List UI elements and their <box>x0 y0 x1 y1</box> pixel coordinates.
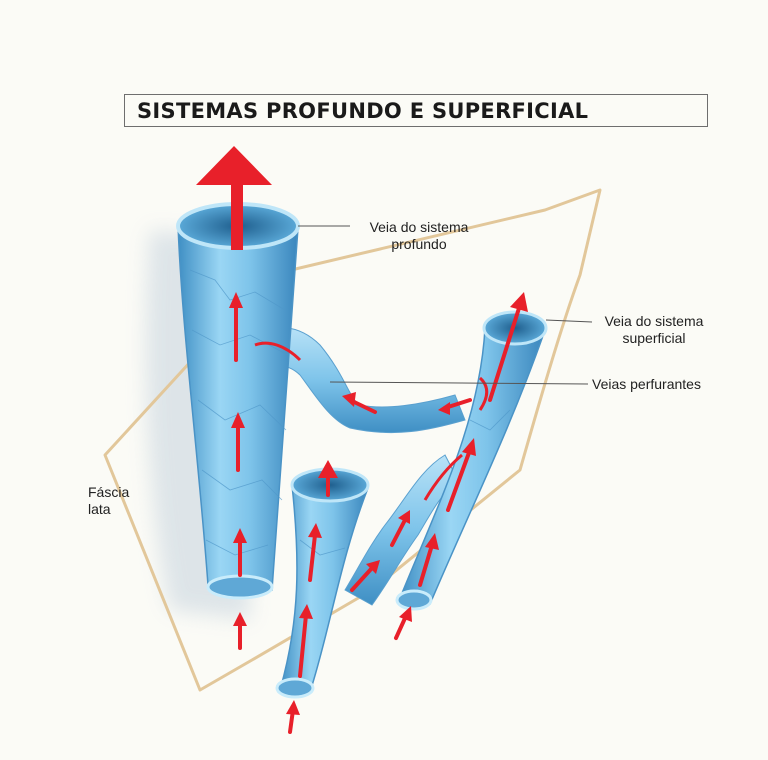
diagram-title: SISTEMAS PROFUNDO E SUPERFICIAL <box>137 99 589 123</box>
flow-arrow-icon <box>399 606 412 622</box>
flow-arrow-icon <box>229 292 243 308</box>
flow-arrow-icon <box>231 412 245 428</box>
perforating-vein-upper <box>247 326 466 434</box>
flow-arrow-icon <box>462 438 476 456</box>
title-box: SISTEMAS PROFUNDO E SUPERFICIAL <box>124 94 708 127</box>
label-deep-vein-line2: profundo <box>391 236 447 252</box>
flow-arrows <box>196 146 528 734</box>
flow-arrow-icon <box>350 566 374 592</box>
flow-arrow-icon <box>308 523 322 538</box>
superficial-vein-opening <box>482 310 548 346</box>
label-fascia-lata: Fáscia lata <box>88 484 129 518</box>
flow-arrow-icon <box>398 510 410 524</box>
label-superficial-vein: Veia do sistema superficial <box>592 313 716 347</box>
label-fascia-line1: Fáscia <box>88 484 130 500</box>
flow-arrow-icon <box>233 612 247 626</box>
flow-arrow-icon <box>510 292 528 312</box>
label-deep-vein: Veia do sistema profundo <box>354 219 484 253</box>
flow-arrow-icon <box>254 341 302 362</box>
leader-lines <box>298 225 593 385</box>
deep-vein-bottom <box>206 574 274 600</box>
flow-arrow-icon <box>342 392 356 407</box>
label-superficial-vein-line1: Veia do sistema <box>604 313 704 329</box>
label-fascia-line2: lata <box>88 501 111 517</box>
flow-arrow-icon <box>488 303 522 402</box>
flow-arrow-icon <box>425 533 439 550</box>
flow-arrow-icon <box>423 453 463 501</box>
flow-arrow-icon <box>390 518 407 547</box>
flow-arrow-icon <box>233 528 247 543</box>
label-deep-vein-line1: Veia do sistema <box>369 219 469 235</box>
leader-line-superficial <box>545 319 593 323</box>
leader-line-perforating <box>329 381 589 385</box>
flow-arrow-icon <box>298 613 308 678</box>
flow-arrow-icon <box>394 614 408 640</box>
flow-arrow-icon <box>299 604 313 619</box>
label-superficial-vein-line2: superficial <box>622 330 686 346</box>
label-perforating-veins: Veias perfurantes <box>592 376 701 392</box>
superficial-vein <box>398 327 547 605</box>
fascia-lata-outline <box>103 188 602 692</box>
flow-arrow-icon <box>286 700 300 715</box>
flow-arrow-icon <box>366 560 380 574</box>
superficial-vein-bottom <box>395 589 433 611</box>
superficial-vein-lower-bottom <box>275 677 315 699</box>
flow-arrow-icon <box>308 533 317 582</box>
flow-arrow-icon <box>418 543 434 587</box>
flow-arrow-icon <box>318 460 338 478</box>
flow-arrow-icon <box>196 146 272 250</box>
flow-arrow-icon <box>478 376 489 411</box>
flow-arrow-icon <box>438 402 450 415</box>
flow-arrow-icon <box>446 448 472 512</box>
